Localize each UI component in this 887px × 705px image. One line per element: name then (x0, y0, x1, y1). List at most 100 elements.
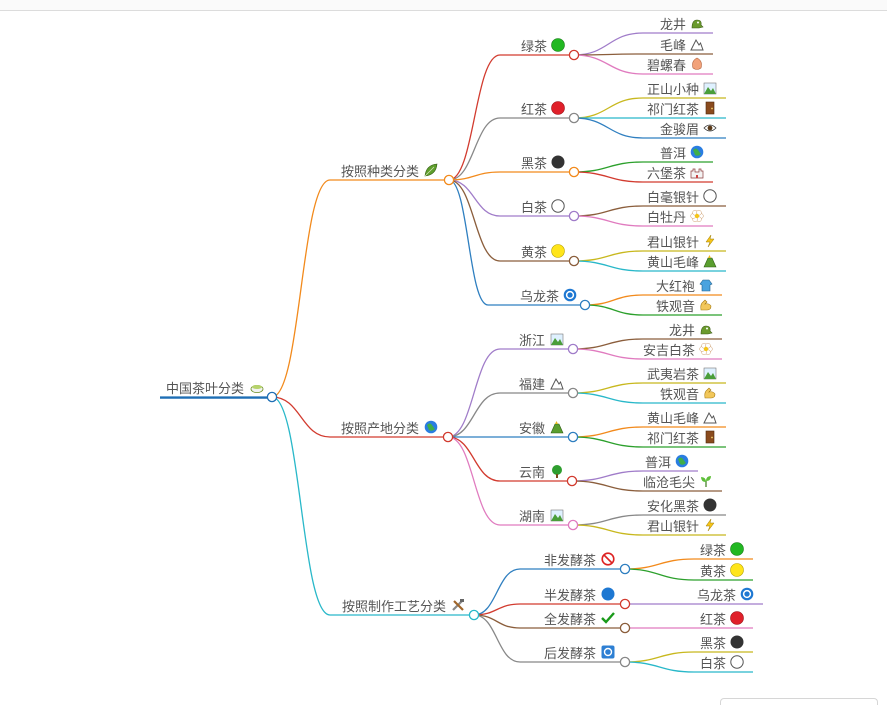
child-collapse-knob[interactable] (567, 343, 579, 355)
edge-child-leaf (573, 171, 644, 183)
child-collapse-knob[interactable] (568, 112, 580, 124)
leaf-topic-label[interactable]: 毛峰 (660, 39, 686, 54)
child-collapse-knob[interactable] (619, 656, 631, 668)
black-circle-icon (703, 498, 717, 512)
child-topic-label[interactable]: 白茶 (521, 200, 547, 216)
leaf-topic-label[interactable]: 白牡丹 (647, 210, 686, 226)
child-collapse-knob[interactable] (567, 431, 579, 443)
landscape-icon (550, 333, 564, 346)
edge-group-child (447, 392, 501, 438)
root-topic-label[interactable]: 中国茶叶分类 (166, 381, 244, 397)
leaf-topic-label[interactable]: 普洱 (660, 147, 686, 162)
leaf-topic-label[interactable]: 安吉白茶 (643, 343, 695, 359)
leaf-topic-label[interactable]: 龙井 (669, 324, 695, 339)
leaf-topic-label[interactable]: 红茶 (700, 612, 726, 628)
child-topic-label[interactable]: 黄茶 (521, 245, 547, 261)
leaf-topic-label[interactable]: 绿茶 (700, 543, 726, 559)
leaf-topic-label[interactable]: 金骏眉 (660, 122, 699, 138)
edge-child-leaf (572, 524, 644, 536)
child-topic-label[interactable]: 云南 (519, 465, 545, 481)
child-collapse-knob[interactable] (568, 210, 580, 222)
leaf-topic-label[interactable]: 黄山毛峰 (647, 412, 699, 427)
group-collapse-knob[interactable] (443, 174, 455, 186)
leaf-topic-label[interactable]: 白茶 (700, 656, 726, 672)
edge-child-leaf (572, 436, 644, 448)
edge-child-leaf (572, 514, 644, 526)
white-circle-icon (730, 655, 744, 669)
child-collapse-knob[interactable] (568, 166, 580, 178)
child-collapse-knob[interactable] (579, 299, 591, 311)
leaf-topic-label[interactable]: 安化黑茶 (647, 499, 699, 515)
edge-group-child (448, 171, 501, 181)
leaf-topic-label[interactable]: 祁门红茶 (647, 102, 699, 118)
edge-child-leaf (573, 32, 644, 56)
child-collapse-knob[interactable] (568, 49, 580, 61)
leaf-topic-label[interactable]: 铁观音 (656, 299, 695, 315)
child-topic-label[interactable]: 绿茶 (521, 39, 547, 55)
edge-group-child (447, 436, 501, 482)
edge-child-leaf (573, 54, 644, 75)
leaf-topic-label[interactable]: 乌龙茶 (697, 588, 736, 604)
edge-child-leaf (573, 161, 644, 173)
child-topic-label[interactable]: 湖南 (519, 509, 545, 525)
leaf-topic-label[interactable]: 白毫银针 (647, 190, 699, 206)
edge-child-leaf (571, 480, 644, 492)
child-collapse-knob[interactable] (567, 519, 579, 531)
child-collapse-knob[interactable] (568, 255, 580, 267)
leaf-topic-label[interactable]: 黑茶 (700, 636, 726, 652)
child-collapse-knob[interactable] (566, 475, 578, 487)
group-topic-label[interactable]: 按照产地分类 (341, 422, 419, 437)
edge-group-child (473, 614, 521, 663)
leaf-topic-label[interactable]: 正山小种 (647, 83, 699, 98)
leaf-topic-label[interactable]: 临沧毛尖 (643, 475, 695, 491)
leaf-topic-label[interactable]: 碧螺春 (647, 59, 686, 74)
child-topic-label[interactable]: 黑茶 (521, 156, 547, 172)
leaf-topic-label[interactable]: 六堡茶 (647, 166, 686, 182)
mountain-icon (703, 411, 717, 424)
child-collapse-knob[interactable] (619, 598, 631, 610)
edge-group-child (448, 179, 489, 306)
edge-group-child (448, 117, 501, 181)
child-collapse-knob[interactable] (619, 563, 631, 575)
castle-icon (690, 168, 704, 179)
red-circle-icon (551, 101, 565, 115)
leaf-topic-label[interactable]: 武夷岩茶 (647, 367, 699, 383)
check-icon (601, 612, 615, 624)
bottom-control-edge[interactable] (720, 698, 878, 705)
root-collapse-knob[interactable] (266, 391, 278, 403)
child-topic-label[interactable]: 浙江 (519, 334, 545, 349)
group-collapse-knob[interactable] (442, 431, 454, 443)
edge-child-leaf (624, 651, 695, 663)
child-topic-label[interactable]: 福建 (519, 378, 545, 393)
child-topic-label[interactable]: 安徽 (519, 422, 545, 437)
leaf-topic-label[interactable]: 龙井 (660, 18, 686, 33)
prohibited-icon (601, 552, 615, 566)
leaf-topic-label[interactable]: 君山银针 (647, 236, 699, 251)
child-topic-label[interactable]: 半发酵茶 (544, 588, 596, 604)
globe-icon (675, 454, 689, 468)
leaf-topic-label[interactable]: 黄山毛峰 (647, 256, 699, 271)
leaf-topic-label[interactable]: 君山银针 (647, 520, 699, 535)
child-topic-label[interactable]: 红茶 (521, 102, 547, 118)
child-topic-label[interactable]: 乌龙茶 (520, 289, 559, 305)
child-collapse-knob[interactable] (567, 387, 579, 399)
edge-child-leaf (624, 568, 695, 581)
group-topic-label[interactable]: 按照制作工艺分类 (342, 600, 446, 615)
group-collapse-knob[interactable] (468, 609, 480, 621)
group-topic-label[interactable]: 按照种类分类 (341, 165, 419, 180)
green-circle-icon (730, 542, 744, 556)
leaf-topic-label[interactable]: 大红袍 (656, 279, 695, 295)
child-topic-label[interactable]: 后发酵茶 (544, 646, 596, 662)
leaf-topic-label[interactable]: 普洱 (645, 456, 671, 471)
child-topic-label[interactable]: 非发酵茶 (544, 553, 596, 569)
landscape-icon (703, 82, 717, 95)
lightning-icon (705, 518, 715, 532)
edge-root-group (271, 396, 331, 438)
leaf-topic-label[interactable]: 铁观音 (660, 387, 699, 403)
child-collapse-knob[interactable] (619, 622, 631, 634)
leaf-topic-label[interactable]: 黄茶 (700, 564, 726, 580)
child-topic-label[interactable]: 全发酵茶 (544, 612, 596, 628)
leaf-topic-label[interactable]: 祁门红茶 (647, 431, 699, 447)
edge-child-leaf (624, 661, 695, 673)
